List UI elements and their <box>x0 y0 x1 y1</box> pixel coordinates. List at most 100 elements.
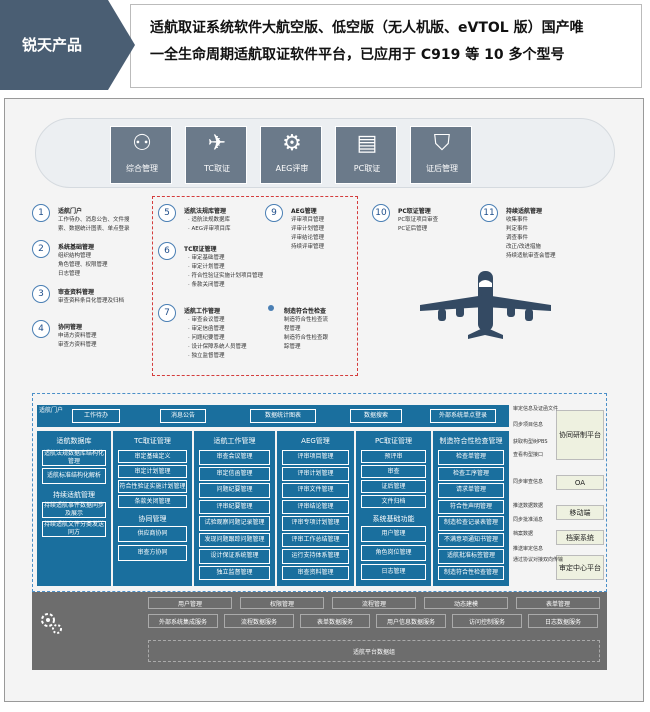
portal-item[interactable]: 数据搜索 <box>350 409 402 423</box>
external-system[interactable]: 档案系统 <box>556 530 604 545</box>
platform-module[interactable]: 用户管理 <box>148 597 232 609</box>
connection-label: 推送审定信息 <box>513 546 544 552</box>
header-line-1: 适航取证系统软件大航空版、低空版（无人机版、eVTOL 版）国产唯 <box>150 20 584 36</box>
arch-item[interactable]: 证后管理 <box>361 480 426 493</box>
item-9-line: 持续评审管理 <box>291 244 325 250</box>
item-7-line: · 设计保障系统人员管理 <box>188 344 247 350</box>
platform-service[interactable]: 外部系统集成服务 <box>148 614 218 628</box>
module-4-icon: ▤ <box>356 131 378 156</box>
item-5-title: 适航法规库管理 <box>184 208 227 215</box>
arch-sub-item[interactable]: 持续适航文件分类发送同方 <box>42 521 106 537</box>
item-11-line: 收集事件 <box>506 217 529 223</box>
item-11-line: 改正/改进措施 <box>506 244 541 250</box>
platform-service[interactable]: 日志数据服务 <box>528 614 598 628</box>
item-9-title: AEG管理 <box>291 208 317 215</box>
module-2[interactable]: ✈ TC取证 <box>185 126 247 184</box>
arch-sub-title: 持续适航管理 <box>53 491 95 499</box>
arch-item[interactable]: 适航法规数据库结构化管理 <box>42 450 106 466</box>
tc-aeg-group <box>152 196 358 376</box>
arch-item[interactable]: 评审结论管理 <box>282 499 349 514</box>
item-2-line: 组织结构管理 <box>58 253 92 259</box>
arch-item[interactable]: 适航批准标签管理 <box>438 549 504 564</box>
arch-item[interactable]: 运行支持体系管理 <box>282 549 349 564</box>
item-5-number: 5 <box>158 204 176 222</box>
arch-item[interactable]: 符合性验证实施计划管理 <box>118 480 187 493</box>
item-1-line: 索、数据统计图表、单点登录 <box>58 226 130 232</box>
item-2-line: 角色管理、权限管理 <box>58 262 108 268</box>
platform-service[interactable]: 表单数据服务 <box>300 614 370 628</box>
portal-item[interactable]: 数据统计图表 <box>250 409 316 423</box>
arch-item[interactable]: 评审项目管理 <box>282 450 349 465</box>
arch-item[interactable]: 不满意项通知书管理 <box>438 532 504 547</box>
arch-item[interactable]: 请求单管理 <box>438 483 504 498</box>
platform-module[interactable]: 流程管理 <box>332 597 416 609</box>
external-system[interactable]: 审定中心平台 <box>556 555 604 580</box>
external-system[interactable]: 移动端 <box>556 505 604 520</box>
arch-item[interactable]: 审定计划管理 <box>118 465 187 478</box>
arch-item[interactable]: 适航标准结构化解析 <box>42 468 106 484</box>
module-2-icon: ✈ <box>207 131 227 156</box>
platform-module[interactable]: 权限管理 <box>240 597 324 609</box>
item-7-line: · 审定信函管理 <box>188 326 225 332</box>
platform-module[interactable]: 动态建模 <box>424 597 508 609</box>
module-4[interactable]: ▤PC取证 <box>335 126 397 184</box>
item-3-number: 3 <box>32 285 50 303</box>
arch-item[interactable]: 发现问题跟踪问题管理 <box>199 532 270 547</box>
arch-sub-item[interactable]: 审查方协同 <box>118 545 187 561</box>
arch-item[interactable]: 预评审 <box>361 450 426 463</box>
module-1[interactable]: ⚇综合管理 <box>110 126 172 184</box>
arch-item[interactable]: 评审纪要管理 <box>199 499 270 514</box>
arch-column-title: AEG管理 <box>301 437 330 445</box>
portal-item[interactable]: 外部系统单点登录 <box>430 409 496 423</box>
platform-module[interactable]: 表单管理 <box>516 597 600 609</box>
item-1-title: 适航门户 <box>58 208 83 215</box>
platform-service[interactable]: 流程数据服务 <box>224 614 294 628</box>
item-5-line: · AEG评审项目库 <box>188 226 231 232</box>
arch-item[interactable]: 评审工作总结管理 <box>282 532 349 547</box>
arch-item[interactable]: 检查单管理 <box>438 450 504 465</box>
item-11-title: 持续适航管理 <box>506 208 543 215</box>
item-4-number: 4 <box>32 320 50 338</box>
item-11-line: 判定事件 <box>506 226 529 232</box>
arch-item[interactable]: 审定基础定义 <box>118 450 187 463</box>
arch-item[interactable]: 评审计划管理 <box>282 466 349 481</box>
arch-item[interactable]: 独立监督管理 <box>199 565 270 580</box>
module-5[interactable]: ⛉证后管理 <box>410 126 472 184</box>
arch-item[interactable]: 审查 <box>361 465 426 478</box>
platform-service[interactable]: 访问控制服务 <box>452 614 522 628</box>
arch-item[interactable]: 试验观察问题记录管理 <box>199 516 270 531</box>
arch-item[interactable]: 制造检查记录表管理 <box>438 516 504 531</box>
arch-item[interactable]: 评审文件管理 <box>282 483 349 498</box>
arch-item[interactable]: 评审专项计划管理 <box>282 516 349 531</box>
portal-item[interactable]: 消息公告 <box>160 409 206 423</box>
header-box <box>130 4 642 88</box>
platform-database[interactable]: 适航平台数据组 <box>148 640 600 662</box>
arch-sub-item[interactable]: 用户管理 <box>361 526 426 542</box>
module-3[interactable]: ⚙AEG评审 <box>260 126 322 184</box>
item-10-line: PC取证项目审查 <box>398 217 439 223</box>
arch-item[interactable]: 检查工序管理 <box>438 466 504 481</box>
arch-sub-item[interactable]: 持续适航事件数据同步及展示 <box>42 502 106 518</box>
connection-label: 获取构型树PBS <box>513 439 548 445</box>
arch-item[interactable]: 设计保证系统管理 <box>199 549 270 564</box>
arch-item[interactable]: 审定信函管理 <box>199 466 270 481</box>
arch-item[interactable]: 制造符合性检查管理 <box>438 565 504 580</box>
platform-service[interactable]: 用户信息数据服务 <box>376 614 446 628</box>
module-2-label: TC取证 <box>203 164 230 173</box>
arch-item[interactable]: 问题纪要管理 <box>199 483 270 498</box>
arch-sub-item[interactable]: 角色岗位管理 <box>361 545 426 561</box>
external-system[interactable]: OA <box>556 475 604 490</box>
arch-item[interactable]: 审查资料管理 <box>282 565 349 580</box>
external-system[interactable]: 协同研制平台 <box>556 410 604 460</box>
item-1-number: 1 <box>32 204 50 222</box>
arch-sub-item[interactable]: 日志管理 <box>361 564 426 580</box>
arch-sub-item[interactable]: 供应商协同 <box>118 526 187 542</box>
arch-item[interactable]: 审查会议管理 <box>199 450 270 465</box>
arch-item[interactable]: 文件归档 <box>361 495 426 508</box>
item-7-line: · 问题纪要管理 <box>188 335 225 341</box>
arch-item[interactable]: 符合性声明管理 <box>438 499 504 514</box>
arch-item[interactable]: 条款关闭管理 <box>118 495 187 508</box>
portal-item[interactable]: 工作待办 <box>72 409 120 423</box>
module-1-icon: ⚇ <box>132 131 152 156</box>
item-2-number: 2 <box>32 240 50 258</box>
